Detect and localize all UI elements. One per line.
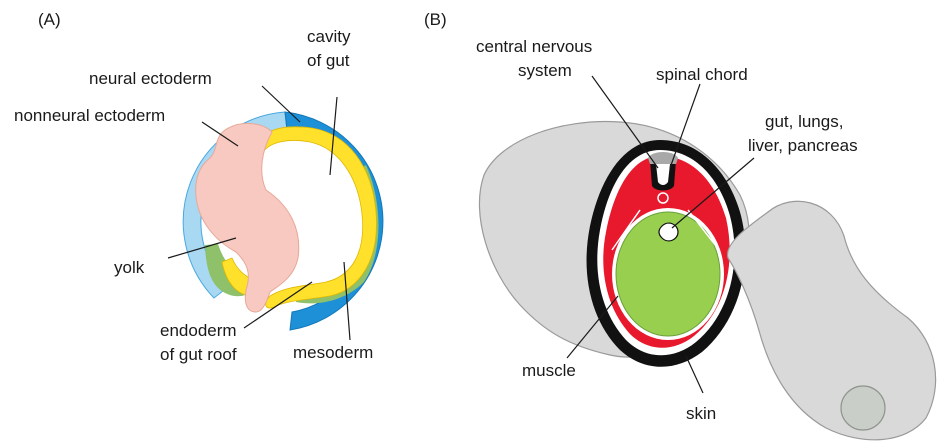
muscle-label: muscle — [522, 361, 576, 380]
nonneural-ectoderm-label: nonneural ectoderm — [14, 106, 165, 125]
panel-a: (A) neural ectoderm nonneural ectoderm c… — [14, 10, 383, 364]
body-silhouette-right — [728, 201, 936, 440]
panel-a-label: (A) — [38, 10, 61, 29]
cns-label-line2: system — [518, 61, 572, 80]
cns-label-line1: central nervous — [476, 37, 592, 56]
gut-label-line1: gut, lungs, — [765, 112, 843, 131]
gut-label-line2: liver, pancreas — [748, 136, 858, 155]
endoderm-label-line2: of gut roof — [160, 345, 237, 364]
yolk-label: yolk — [114, 258, 145, 277]
endoderm-label-line1: endoderm — [160, 321, 237, 340]
spinal-chord-label: spinal chord — [656, 65, 748, 84]
leader-skin — [686, 356, 703, 393]
cavity-label-line1: cavity — [307, 27, 351, 46]
neural-ectoderm-label: neural ectoderm — [89, 69, 212, 88]
cavity-label-line2: of gut — [307, 51, 350, 70]
eye-circle — [841, 386, 885, 430]
mesoderm-label: mesoderm — [293, 343, 373, 362]
panel-b-label: (B) — [424, 10, 447, 29]
notochord — [658, 193, 668, 203]
skin-label: skin — [686, 404, 716, 423]
panel-b: (B) central nervous — [424, 10, 936, 440]
